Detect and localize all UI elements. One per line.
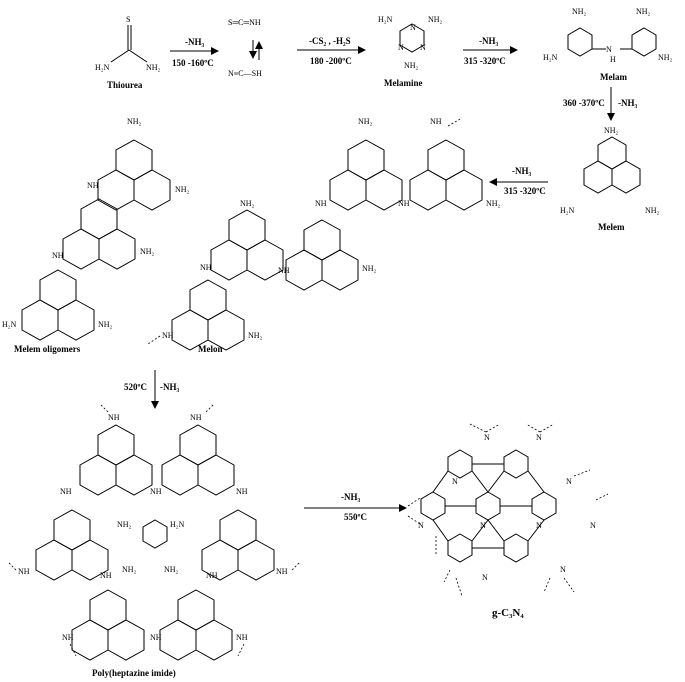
atom-label: NH₂ [175, 185, 190, 194]
thiocyanic-acid: N≡C—SH [228, 69, 262, 78]
atom-label: NH [52, 251, 64, 260]
atom-label: NH₂ [404, 61, 419, 70]
melem-label: Melem [598, 222, 625, 232]
atom-label: N [410, 23, 416, 32]
atom-label: NH [150, 487, 162, 496]
atom-label: NH₂ [636, 7, 651, 16]
atom-label: NH₂ [164, 565, 179, 574]
gcn-structure: N N N N N N N N N N g-C₃N₄ [407, 423, 609, 619]
atom-label: NH₂ [127, 117, 142, 126]
step1-temp: 150 -160ºC [172, 58, 214, 68]
atom-label: H [610, 55, 616, 64]
melem-structure: NH₂ H₂N NH₂ Melem [560, 126, 660, 232]
thiourea-nh2-right: NH₂ [146, 63, 161, 72]
atom-label: NH [18, 567, 30, 576]
melem-oligomers-label: Melem oligomers [14, 344, 81, 354]
atom-label: NH₂ [645, 206, 660, 215]
thiocyanic-acid-equilibrium: S═C═NH N≡C—SH [228, 18, 263, 78]
atom-label: N [482, 573, 488, 582]
atom-label: NH [108, 413, 120, 422]
poly-heptazine-imide-structure: NH NH NH NH NH NH NH NH₂ H₂N NH₂ NH₂ NH … [7, 403, 301, 678]
atom-label: N [452, 477, 458, 486]
step7-temp: 550ºC [344, 512, 367, 522]
atom-label: NH₂ [658, 53, 673, 62]
atom-label: NH [398, 199, 410, 208]
atom-label: NH₂ [122, 565, 137, 574]
step2-temp: 180 -200ºC [310, 56, 352, 66]
atom-label: N [480, 521, 486, 530]
thiourea-structure: S H₂N NH₂ Thiourea [95, 15, 161, 90]
atom-label: NH₂ [117, 520, 132, 529]
atom-label: NH [162, 331, 174, 340]
phi-label: Poly(heptazine imide) [92, 668, 176, 678]
melamine-label: Melamine [384, 78, 423, 88]
atom-label: NH [100, 571, 112, 580]
atom-label: NH₂ [248, 331, 263, 340]
step5-temp: 315 -320ºC [504, 186, 546, 196]
atom-label: N [606, 45, 612, 54]
atom-label: N [536, 521, 542, 530]
atom-label: NH [150, 633, 162, 642]
atom-label: NH₂ [604, 126, 619, 135]
atom-label: NH₂ [428, 15, 443, 24]
atom-label: NH₂ [362, 264, 377, 273]
atom-label: NH [276, 567, 288, 576]
gcn-label: g-C₃N₄ [492, 607, 524, 619]
atom-label: N [420, 43, 426, 52]
step5-reagent: -NH₃ [512, 166, 531, 176]
atom-label: H₂N [378, 15, 393, 24]
atom-label: NH [87, 181, 99, 190]
atom-label: NH [190, 413, 202, 422]
atom-label: NH₂ [240, 199, 255, 208]
step4-reagent: -NH₃ [618, 98, 637, 108]
atom-label: H₂N [170, 520, 185, 529]
melam-label: Melam [600, 72, 627, 82]
atom-label: NH₂ [358, 117, 373, 126]
atom-label: NH₂ [140, 247, 155, 256]
step3-reagent: -NH₃ [479, 36, 498, 46]
step6-temp: 520ºC [124, 382, 147, 392]
thiourea-label: Thiourea [107, 80, 143, 90]
melon-structure: NH₂ NH NH NH₂ NH NH₂ NH NH₂ NH NH₂ NH Me… [147, 117, 501, 354]
atom-label: N [590, 521, 596, 530]
atom-label: NH [430, 117, 442, 126]
atom-label: NH₂ [572, 7, 587, 16]
atom-label: N [484, 433, 490, 442]
melon-label: Melon [198, 344, 223, 354]
step7-reagent: -NH₃ [341, 492, 360, 502]
step2-reagent: -CS₂ , -H₂S [309, 36, 351, 46]
melamine-structure: N N N H₂N NH₂ NH₂ Melamine [378, 15, 443, 88]
atom-label: N [418, 521, 424, 530]
atom-label: NH [236, 633, 248, 642]
atom-label: NH₂ [486, 199, 501, 208]
atom-label: NH [200, 263, 212, 272]
melam-structure: N H NH₂ NH₂ H₂N NH₂ Melam [543, 7, 673, 82]
atom-label: N [560, 565, 566, 574]
atom-label: NH₂ [98, 320, 113, 329]
thiourea-h2n-left: H₂N [95, 63, 110, 72]
isothiocyanic-acid: S═C═NH [228, 18, 261, 27]
step4-temp: 360 -370ºC [563, 98, 605, 108]
atom-label: NH [315, 199, 327, 208]
atom-label: NH [62, 633, 74, 642]
thiourea-s-atom: S [126, 15, 130, 24]
melem-oligomers-structure: NH₂ NH₂ NH NH₂ NH H₂N NH₂ Melem oligomer… [2, 117, 190, 354]
atom-label: H₂N [2, 320, 17, 329]
step1-reagent: -NH₃ [185, 37, 204, 47]
atom-label: N [536, 433, 542, 442]
step3-temp: 315 -320ºC [464, 56, 506, 66]
atom-label: N [398, 43, 404, 52]
atom-label: N [566, 477, 572, 486]
atom-label: NH [236, 487, 248, 496]
atom-label: H₂N [560, 206, 575, 215]
step6-reagent: -NH₃ [160, 382, 179, 392]
atom-label: NH [60, 487, 72, 496]
atom-label: H₂N [543, 53, 558, 62]
atom-label: NH [278, 266, 290, 275]
atom-label: NH [206, 571, 218, 580]
